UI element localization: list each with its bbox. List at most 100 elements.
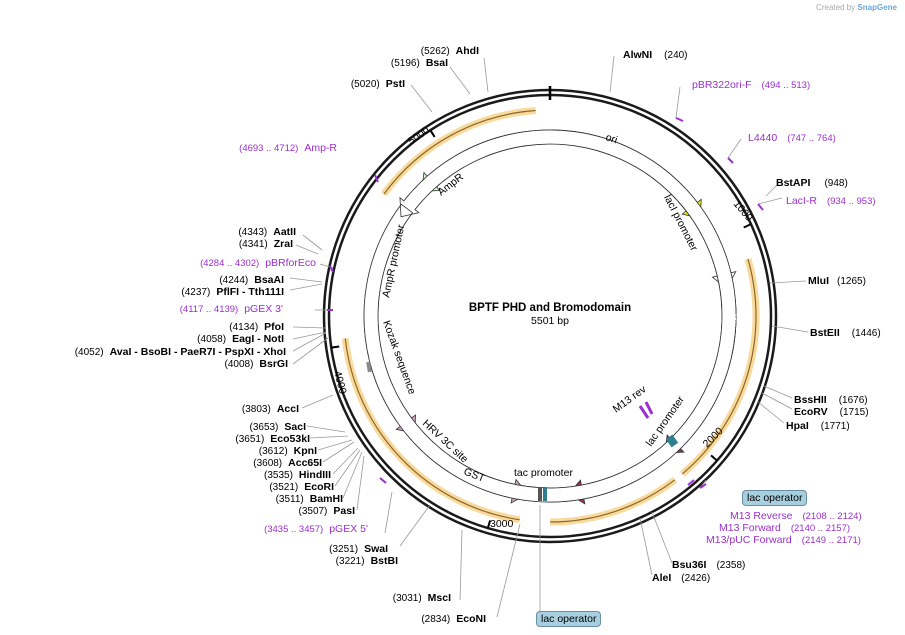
tick-4000 — [331, 345, 340, 349]
tac-operator-marker — [538, 487, 542, 501]
tick-2000 — [710, 454, 718, 462]
svg-text:pBR322ori-F(494 .. 513): pBR322ori-F(494 .. 513) — [692, 79, 810, 91]
svg-text:(3651)Eco53kI: (3651)Eco53kI — [235, 433, 310, 445]
orf-band-1 — [344, 338, 520, 521]
plasmid-size: 5501 bp — [531, 315, 569, 327]
svg-text:L4440(747 .. 764): L4440(747 .. 764) — [748, 132, 836, 144]
enzyme-pos: (1771) — [821, 421, 850, 432]
tick-label-5000: 5000 — [406, 124, 432, 147]
enzymes-right: AlwNI (240) BstAPI (948) MluI(1265) BstEII… — [623, 49, 881, 584]
lac-operator-label-2: lac operator — [541, 613, 597, 625]
svg-text:M13 Reverse(2108 .. 2124): M13 Reverse(2108 .. 2124) — [730, 510, 862, 522]
orf-band-2 — [681, 258, 757, 475]
svg-text:(3803)AccI: (3803)AccI — [242, 403, 299, 415]
enzyme-pos: (1676) — [839, 395, 868, 406]
enzyme-name: AlwNI — [623, 49, 652, 61]
enzyme-name: BssHII — [794, 394, 827, 406]
svg-text:AlwNI(240): AlwNI (240) — [623, 49, 688, 61]
svg-text:AleI(2426): AleI (2426) — [652, 572, 710, 584]
enzyme-pos: (2358) — [716, 560, 745, 571]
tac-teal-marker — [543, 487, 547, 501]
svg-text:(3435 .. 3457)pGEX 5': (3435 .. 3457)pGEX 5' — [264, 523, 368, 535]
tick-label-1000: 1000 — [731, 198, 755, 224]
kozak-marker — [366, 361, 372, 373]
primer-marks — [327, 117, 764, 489]
feature-ampr-promoter — [363, 129, 737, 503]
enzyme-pos: (240) — [664, 50, 687, 61]
svg-text:(3521)EcoRI: (3521)EcoRI — [269, 481, 334, 493]
svg-text:(3608)Acc65I: (3608)Acc65I — [253, 457, 322, 469]
enzyme-name: BstEII — [810, 327, 840, 339]
leader-lines — [289, 55, 809, 618]
orf-bands — [341, 107, 760, 526]
svg-text:(4244)BsaAI: (4244)BsaAI — [219, 274, 284, 286]
lac-operator-box-1: lac operator — [742, 490, 808, 506]
enzyme-name: EcoRV — [794, 406, 828, 418]
enzyme-name: HpaI — [786, 420, 809, 432]
svg-text:(5196)BsaI: (5196)BsaI — [391, 57, 448, 69]
svg-text:(4343)AatII: (4343)AatII — [238, 226, 296, 238]
svg-text:(3612)KpnI: (3612)KpnI — [259, 445, 317, 457]
enzymes-left: (5262)AhdI (5196)BsaI (5020)PstI (4343)A… — [75, 45, 486, 625]
enzyme-pos: (948) — [824, 178, 847, 189]
enzyme-pos: (1715) — [840, 407, 869, 418]
enzyme-pos: (1265) — [837, 276, 866, 287]
tick-5000 — [429, 129, 436, 138]
svg-text:BstEII(1446): BstEII (1446) — [810, 327, 881, 339]
svg-text:(3511)BamHI: (3511)BamHI — [276, 493, 344, 505]
svg-text:(4237)PflFI - Tth111I: (4237)PflFI - Tth111I — [181, 286, 284, 298]
credit-prefix: Created by — [816, 3, 856, 12]
laci-label: lacI — [726, 313, 739, 330]
bp-ticks — [331, 129, 752, 529]
svg-text:(3031)MscI: (3031)MscI — [393, 592, 451, 604]
enzyme-name: BstAPI — [776, 177, 811, 189]
svg-text:(3507)PasI: (3507)PasI — [298, 505, 355, 517]
tick-label-3000: 3000 — [490, 518, 514, 530]
svg-text:(4284 .. 4302)pBRforEco: (4284 .. 4302)pBRforEco — [200, 257, 316, 269]
svg-text:(4117 .. 4139)pGEX 3': (4117 .. 4139)pGEX 3' — [180, 303, 283, 315]
svg-text:(4134)PfoI: (4134)PfoI — [229, 321, 284, 333]
tick-1000 — [743, 223, 752, 229]
small-markers — [366, 361, 679, 501]
svg-text:(5020)PstI: (5020)PstI — [351, 78, 405, 90]
plasmid-name: BPTF PHD and Bromodomain — [469, 302, 631, 314]
lac-operator-label-1: lac operator — [747, 492, 803, 504]
svg-text:(4341)ZraI: (4341)ZraI — [239, 238, 293, 250]
svg-text:MluI(1265): MluI(1265) — [808, 275, 866, 287]
svg-text:(3221)BstBI: (3221)BstBI — [336, 555, 398, 567]
svg-text:(5262)AhdI: (5262)AhdI — [421, 45, 479, 57]
svg-text:LacI-R(934 .. 953): LacI-R(934 .. 953) — [786, 195, 876, 207]
svg-text:(3653)SacI: (3653)SacI — [249, 421, 306, 433]
svg-text:EcoRV(1715): EcoRV (1715) — [794, 406, 869, 418]
enzyme-name: AleI — [652, 572, 671, 584]
svg-text:BssHII(1676): BssHII (1676) — [794, 394, 868, 406]
svg-text:Bsu36I(2358): Bsu36I (2358) — [672, 559, 745, 571]
svg-text:(4008)BsrGI: (4008)BsrGI — [225, 358, 289, 370]
svg-text:(4052)AvaI - BsoBI - PaeR7I -: (4052)AvaI - BsoBI - PaeR7I - PspXI - Xh… — [75, 346, 286, 358]
svg-text:BstAPI(948): BstAPI (948) — [776, 177, 848, 189]
svg-text:(4058)EagI - NotI: (4058)EagI - NotI — [197, 333, 284, 345]
orf-band-0 — [383, 109, 536, 195]
snapgene-credit: Created by SnapGene — [816, 3, 897, 12]
svg-text:(4693 .. 4712)Amp-R: (4693 .. 4712)Amp-R — [239, 142, 337, 154]
credit-brand: SnapGene — [857, 3, 897, 12]
feature-arrows — [363, 129, 737, 505]
lac-teal-marker — [665, 434, 679, 448]
primer-labels: pBR322ori-F(494 .. 513) L4440(747 .. 764… — [180, 79, 876, 546]
m13rev-marker — [638, 401, 654, 419]
tac-promoter-label: tac promoter — [514, 467, 573, 479]
enzyme-name: Bsu36I — [672, 559, 707, 571]
svg-text:M13/pUC Forward(2149 .. 2171): M13/pUC Forward(2149 .. 2171) — [706, 534, 861, 546]
svg-text:(3251)SwaI: (3251)SwaI — [329, 543, 388, 555]
lac-operator-box-2: lac operator — [536, 611, 602, 627]
enzyme-pos: (2426) — [681, 573, 710, 584]
svg-text:(2834)EcoNI: (2834)EcoNI — [421, 613, 486, 625]
backbone — [322, 86, 778, 544]
ori-label: ori — [604, 131, 619, 146]
tick-label-4000: 4000 — [331, 370, 349, 396]
svg-text:HpaI(1771): HpaI (1771) — [786, 420, 850, 432]
enzyme-pos: (1446) — [852, 328, 881, 339]
svg-text:M13 Forward(2140 .. 2157): M13 Forward(2140 .. 2157) — [719, 522, 850, 534]
svg-text:(3535)HindIII: (3535)HindIII — [264, 469, 331, 481]
